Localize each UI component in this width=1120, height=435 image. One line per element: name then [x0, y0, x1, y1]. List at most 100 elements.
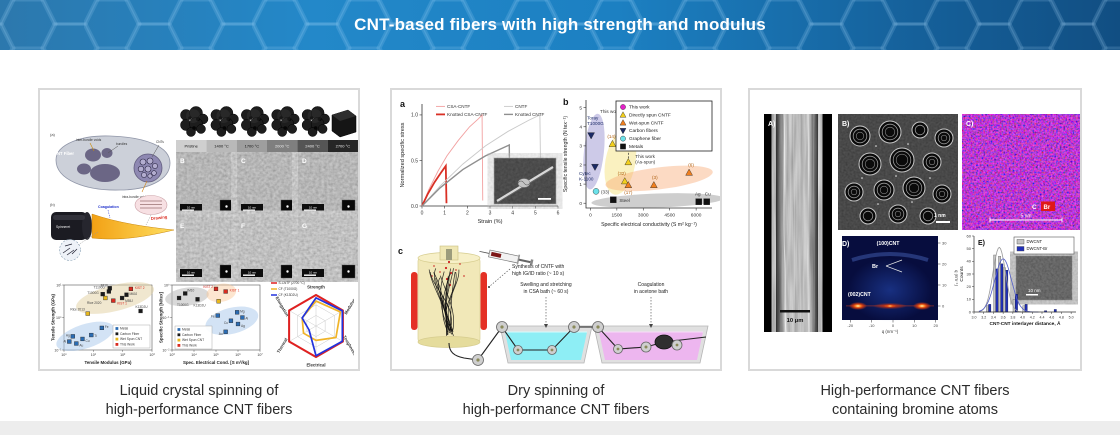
sem-cell: C10 nm: [237, 152, 297, 216]
svg-text:10⁰: 10⁰: [61, 353, 67, 357]
cnt-render: [180, 106, 209, 137]
svg-text:Wet Spun CNT: Wet Spun CNT: [120, 337, 142, 341]
svg-text:This work: This work: [629, 105, 650, 111]
svg-text:3.2: 3.2: [981, 316, 986, 320]
catalyst-droplets: [431, 260, 465, 287]
svg-text:(14): (14): [607, 134, 616, 139]
svg-text:20: 20: [934, 323, 939, 328]
svg-text:10 nm: 10 nm: [309, 271, 318, 275]
svg-text:DWCNT: DWCNT: [1027, 239, 1043, 244]
svg-text:K13D2U: K13D2U: [193, 303, 206, 307]
synthesis-note-line2: high IG/ID ratio (~ 10 s): [512, 271, 564, 277]
svg-text:10⁻¹: 10⁻¹: [162, 316, 170, 320]
svg-text:Spec. Electrical Cond. [S m²/k: Spec. Electrical Cond. [S m²/kg]: [183, 360, 250, 365]
svg-text:CSA-CNTF: CSA-CNTF: [447, 104, 470, 109]
svg-text:Graphene fiber: Graphene fiber: [629, 136, 661, 142]
coagulation-label: Coagulation: [98, 205, 119, 209]
bromine-label: Br: [1044, 205, 1051, 211]
svg-text:Rice 2013: Rice 2013: [70, 308, 85, 312]
hexagon-pattern: [0, 0, 1120, 50]
svg-text:3.4: 3.4: [991, 316, 996, 320]
svg-text:Thermal: Thermal: [276, 337, 289, 354]
svg-text:Modulus: Modulus: [343, 297, 354, 315]
svg-text:10¹: 10¹: [91, 353, 97, 357]
intra-bundle-label: intra-bundle voids: [122, 195, 148, 199]
svg-text:Rice 2020: Rice 2020: [87, 301, 102, 305]
svg-text:10²: 10²: [120, 353, 126, 357]
svg-text:10: 10: [942, 283, 947, 288]
caption-line: containing bromine atoms: [831, 402, 999, 418]
cnt-fiber-schematic: (a) CNT Fiber inter-bundle voids bundles…: [50, 132, 175, 261]
svg-text:This work: This work: [600, 109, 620, 114]
svg-text:2000 °C: 2000 °C: [275, 144, 290, 149]
coagulation-note-line1: Coagulation: [638, 282, 665, 288]
svg-text:0: 0: [892, 323, 895, 328]
svg-text:Carbon Fiber: Carbon Fiber: [120, 332, 140, 336]
svg-text:KIST 2: KIST 2: [135, 286, 145, 290]
svg-text:Knotted CSA-CNTF: Knotted CSA-CNTF: [447, 112, 488, 117]
svg-text:Wet Spun CNT: Wet Spun CNT: [182, 338, 204, 342]
cnts-label: CNTs: [156, 140, 164, 144]
svg-text:10: 10: [967, 297, 972, 302]
svg-text:10³: 10³: [169, 353, 175, 357]
svg-text:0.5: 0.5: [411, 158, 418, 164]
svg-text:20: 20: [942, 262, 947, 267]
syringe-icon: [479, 249, 534, 266]
inter-bundle-label: inter-bundle voids: [76, 138, 102, 142]
svg-text:Directly spun CNTF: Directly spun CNTF: [629, 112, 671, 118]
knot-inset: [493, 157, 557, 205]
svg-text:Al: Al: [245, 317, 248, 321]
svg-text:Pristine: Pristine: [185, 144, 199, 149]
xrd-br-label: Br: [872, 264, 879, 270]
svg-text:1400 °C: 1400 °C: [214, 144, 229, 149]
property-radar-chart: StrengthModulusToughnessElectricalTherma…: [271, 281, 354, 368]
svg-text:a: a: [400, 99, 406, 109]
svg-text:10⁴: 10⁴: [191, 353, 197, 357]
svg-text:CNT-CNT interlayer distance, Å: CNT-CNT interlayer distance, Å: [990, 320, 1061, 327]
svg-text:0: 0: [942, 304, 945, 309]
caption-line: Liquid crystal spinning of: [119, 383, 279, 399]
svg-text:40: 40: [967, 259, 972, 264]
svg-text:0: 0: [969, 309, 972, 314]
figure-panel-liquid-crystal: (a) CNT Fiber inter-bundle voids bundles…: [38, 88, 360, 371]
svg-text:(3): (3): [652, 175, 658, 180]
svg-text:Specific tensile strength (N t: Specific tensile strength (N tex⁻¹): [563, 116, 569, 193]
svg-text:Steel: Steel: [619, 198, 629, 203]
svg-text:20: 20: [967, 284, 972, 289]
image-b-letter: B): [842, 121, 849, 128]
svg-text:DWCNT-Br: DWCNT-Br: [1027, 246, 1049, 251]
panel-a-letter: (a): [50, 132, 56, 137]
svg-text:4: 4: [511, 211, 514, 217]
tem-inset: 10 nm: [1015, 255, 1073, 301]
swelling-note-line2: in CSA bath (~ 60 s): [524, 289, 569, 295]
image-d-letter: D): [842, 241, 849, 248]
svg-text:2400 °C: 2400 °C: [305, 144, 320, 149]
svg-text:T1100G: T1100G: [94, 286, 106, 290]
svg-text:D: D: [302, 158, 307, 165]
xrd-ylabel: q (nm⁻¹): [954, 270, 958, 286]
svg-text:This work: This work: [635, 154, 655, 159]
svg-text:Normalized specific stress: Normalized specific stress: [400, 122, 406, 187]
svg-text:Ag: Ag: [241, 324, 245, 328]
svg-text:Mg: Mg: [240, 309, 245, 313]
svg-text:CNTF: CNTF: [515, 104, 527, 109]
panel-b-letter: (b): [50, 202, 56, 207]
svg-text:6000: 6000: [691, 213, 702, 219]
caption-line: high-performance CNT fibers: [105, 402, 293, 418]
svg-text:KIST 2: KIST 2: [203, 285, 213, 289]
svg-text:M55J: M55J: [125, 299, 133, 303]
tem-cross-section-image: B) 1 nm: [838, 114, 958, 230]
svg-text:Tensile Modulus (GPa): Tensile Modulus (GPa): [85, 360, 133, 365]
image-a-letter: A): [768, 121, 775, 128]
sem-cell: E10 nm: [176, 217, 236, 281]
svg-text:IM10: IM10: [101, 283, 108, 287]
svg-text:Metal: Metal: [120, 327, 128, 331]
svg-text:5.0: 5.0: [1069, 316, 1074, 320]
svg-text:(6): (6): [688, 163, 694, 168]
rollers: [472, 321, 683, 366]
